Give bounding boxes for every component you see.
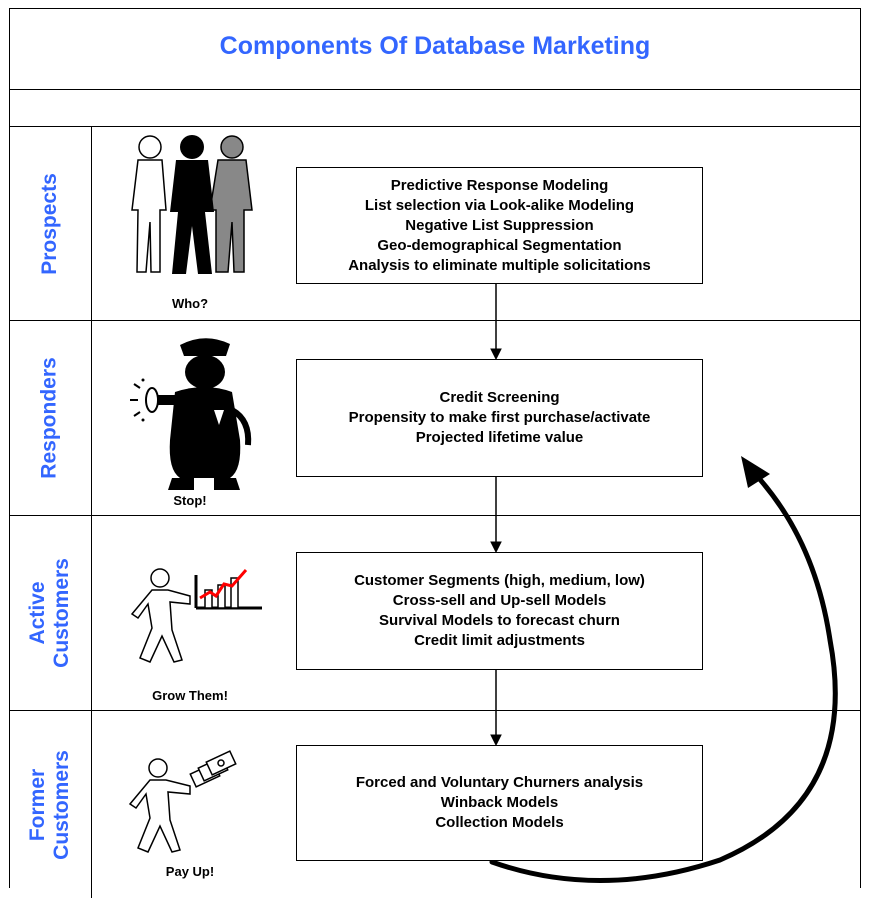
diagram-title: Components Of Database Marketing [219, 32, 651, 60]
former-customers-box: Forced and Voluntary Churners analysis W… [296, 745, 703, 861]
box-item: Predictive Response Modeling [390, 176, 609, 194]
row-divider [9, 320, 861, 321]
column-divider [91, 127, 92, 898]
three-people-icon [131, 135, 253, 274]
person-holding-money-icon [128, 750, 237, 853]
row-divider [9, 515, 861, 516]
box-item: Geo-demographical Segmentation [377, 236, 622, 254]
box-item: Analysis to eliminate multiple solicitat… [348, 256, 651, 274]
active-customers-box: Customer Segments (high, medium, low) Cr… [296, 552, 703, 670]
prospects-box: Predictive Response Modeling List select… [296, 167, 703, 284]
title-row: Components Of Database Marketing [9, 8, 861, 90]
police-officer-stop-icon [130, 338, 252, 490]
caption-grow-them: Grow Them! [152, 688, 228, 703]
caption-who: Who? [171, 296, 209, 311]
box-item: Propensity to make first purchase/activa… [348, 409, 651, 426]
box-item: Cross-sell and Up-sell Models [392, 592, 607, 609]
feedback-loop-arrow [489, 456, 838, 883]
caption-stop: Stop! [173, 493, 207, 508]
person-with-growth-chart-icon [130, 568, 262, 663]
box-item: Projected lifetime value [415, 429, 584, 446]
diagram-frame [9, 8, 861, 888]
box-item: Winback Models [440, 794, 559, 811]
box-item: Negative List Suppression [405, 216, 594, 234]
box-item: Credit limit adjustments [414, 632, 585, 649]
box-item: Credit Screening [439, 389, 560, 406]
row-divider [9, 710, 861, 711]
box-item: Forced and Voluntary Churners analysis [355, 774, 644, 791]
flow-arrows [490, 284, 502, 747]
responders-box: Credit Screening Propensity to make firs… [296, 359, 703, 477]
box-item: Survival Models to forecast churn [379, 612, 620, 629]
box-item: List selection via Look-alike Modeling [364, 196, 635, 214]
caption-pay-up: Pay Up! [165, 864, 215, 879]
box-item: Customer Segments (high, medium, low) [354, 572, 645, 589]
box-item: Collection Models [435, 814, 564, 831]
spacer-row [9, 89, 861, 127]
